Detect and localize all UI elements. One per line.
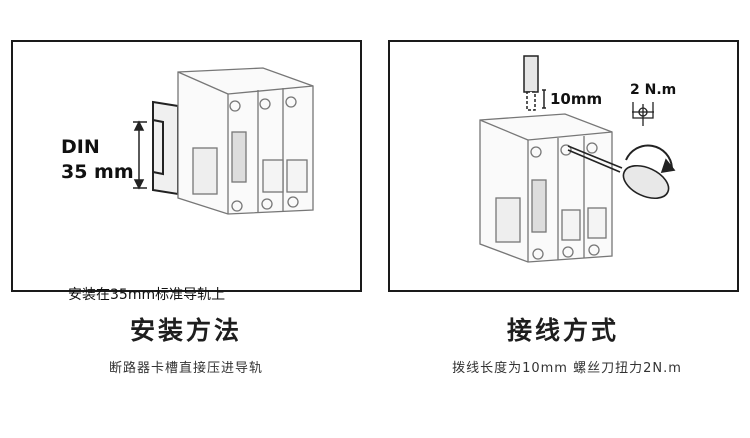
wire-icon bbox=[523, 55, 546, 111]
din-rail-mounting-drawing: DIN 35 mm bbox=[61, 67, 314, 215]
strip-length-label: 10mm bbox=[550, 90, 602, 108]
din-size-label: 35 mm bbox=[61, 161, 134, 183]
screw-head-icon bbox=[632, 102, 654, 126]
din-label: DIN bbox=[61, 136, 100, 158]
screwdriver-icon bbox=[567, 144, 676, 200]
torque-label: 2 N.m bbox=[630, 82, 676, 98]
wiring-method-title: 接线方式 bbox=[506, 316, 619, 345]
mounting-method-subtitle: 断路器卡槽直接压进导轨 bbox=[108, 361, 263, 376]
dimension-arrow-icon bbox=[133, 120, 147, 190]
wiring-method-subtitle: 拨线长度为10mm 螺丝刀扭力2N.m bbox=[452, 361, 682, 376]
mounting-caption: 安装在35mm标准导轨上 bbox=[68, 287, 226, 303]
wiring-illustration-panel: 10mm 2 N.m bbox=[388, 40, 739, 292]
circuit-breaker-icon bbox=[177, 67, 314, 215]
wiring-drawing: 10mm 2 N.m bbox=[479, 55, 676, 263]
mounting-method-title: 安装方法 bbox=[129, 316, 242, 345]
mounting-illustration-panel: DIN 35 mm 安装在35mm标准导轨上 bbox=[11, 40, 362, 303]
circuit-breaker-icon bbox=[479, 113, 613, 263]
